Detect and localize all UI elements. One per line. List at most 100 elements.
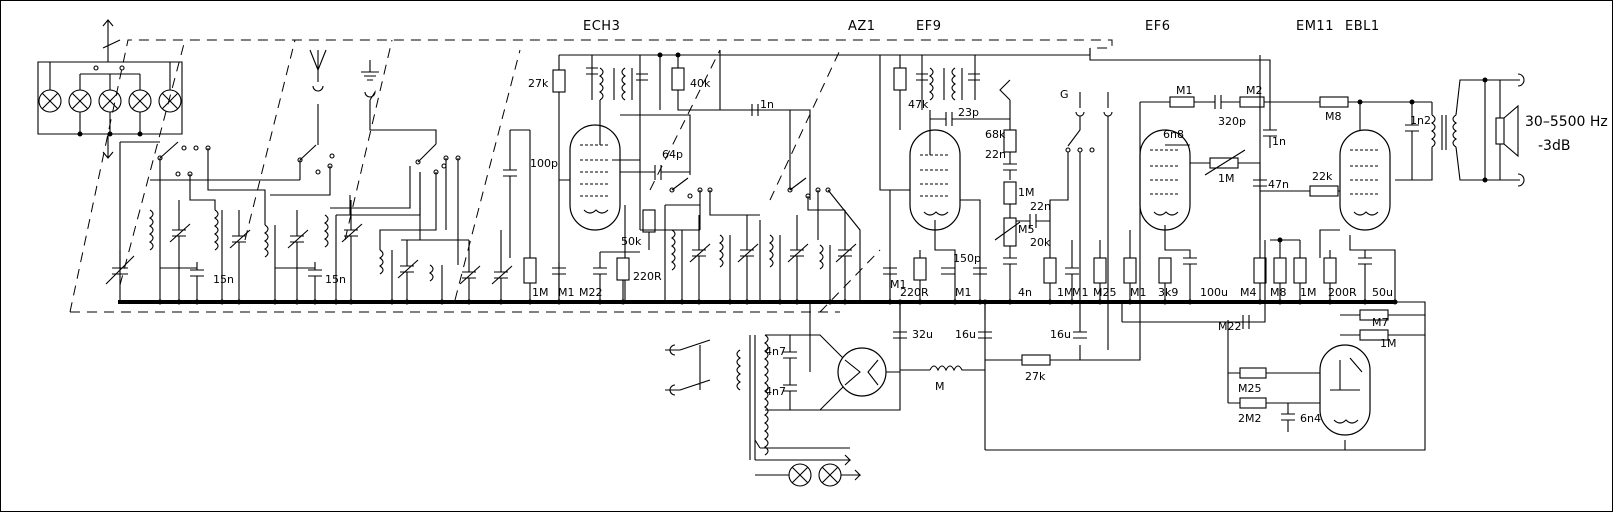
- choke-m-label: M: [935, 380, 945, 393]
- resistor-m1-e: [1123, 257, 1137, 284]
- resistor-m8-top: [1319, 96, 1349, 108]
- em11-tube-icon: [1319, 344, 1371, 436]
- resistor-50k: [642, 209, 656, 233]
- resistor-m25-b-label: M25: [1238, 382, 1262, 395]
- ebl1-stage: M8 22k 1n2 30–5500 Hz -3dB 200R 50u: [1260, 73, 1608, 305]
- resistor-3k9-label: 3k9: [1158, 286, 1178, 299]
- band-switch-right: [369, 100, 461, 175]
- tube-label-ebl1: EBL1: [1345, 19, 1380, 34]
- cap-22n-a-label: 22n: [985, 148, 1006, 161]
- resistor-m8-top-label: M8: [1325, 110, 1342, 123]
- speaker-icon: [1495, 80, 1519, 180]
- ef9-stage: 47k 23p M1 220R 150p M1: [883, 55, 1010, 305]
- cap-64p-label: 64p: [662, 148, 683, 161]
- rf-coil-bank: 15n 15n: [105, 148, 513, 305]
- resistor-220r: [616, 257, 630, 281]
- cap-16u-a-label: 16u: [955, 328, 976, 341]
- resistor-1m-d: [1293, 257, 1307, 284]
- cap-47n-label: 47n: [1268, 178, 1289, 191]
- tube-label-em11: EM11: [1296, 19, 1334, 34]
- cap-100p-label: 100p: [530, 157, 558, 170]
- ech3-stage: 27k 40k 1n 64p 50k 220R M1 M22 100p 1M: [503, 52, 1090, 305]
- resistor-27k-b-label: 27k: [1025, 370, 1046, 383]
- cap-m1-a-label: M1: [558, 286, 575, 299]
- resistor-220r-b-label: 220R: [900, 286, 929, 299]
- detector-network: 68k 22n 1M M5 4n 22n 20k 1M M1 M25 G: [985, 88, 1117, 350]
- cap-32u-label: 32u: [912, 328, 933, 341]
- resistor-m8: [1273, 257, 1287, 284]
- cap-4n7-b-label: 4n7: [765, 385, 786, 398]
- tube-label-az1: AZ1: [848, 19, 876, 34]
- resistor-m25: [1093, 257, 1107, 284]
- cap-4n-label: 4n: [1018, 286, 1032, 299]
- speaker-atten-label: -3dB: [1538, 138, 1570, 154]
- cap-1n-label: 1n: [760, 98, 774, 111]
- cap-23p-label: 23p: [958, 106, 979, 119]
- cap-150p-label: 150p: [953, 252, 981, 265]
- cap-50u-label: 50u: [1372, 286, 1393, 299]
- resistor-47k: [893, 67, 907, 91]
- resistor-m1-top: [1169, 96, 1195, 108]
- em11-stage: M22 M7 1M M25 2M2 6n4: [984, 48, 1426, 451]
- resistor-1m-b-label: 1M: [1018, 186, 1035, 199]
- tuning-gang-dashed-outline: [69, 39, 1113, 313]
- ebl1-tube-icon: [1339, 129, 1391, 231]
- resistor-1m-e-label: 1M: [1380, 337, 1397, 350]
- az1-rectifier-icon: [837, 347, 887, 397]
- resistor-22k-label: 22k: [1312, 170, 1333, 183]
- power-supply: 4n7 4n7 M 32u 16u 27k 16u: [665, 290, 1141, 487]
- resistor-200r: [1323, 257, 1337, 284]
- band-switch-center: [297, 104, 335, 180]
- resistor-50k-label: 50k: [621, 235, 642, 248]
- tube-label-ef9: EF9: [916, 19, 941, 34]
- lamp-icon: [788, 463, 812, 487]
- resistor-22k: [1309, 185, 1339, 197]
- interconnect-wires: [640, 48, 1271, 231]
- cap-320p-label: 320p: [1218, 115, 1246, 128]
- cap-16u-b-label: 16u: [1050, 328, 1071, 341]
- resistor-27k-b: [1021, 354, 1051, 366]
- cap-1n2-label: 1n2: [1410, 114, 1431, 127]
- cap-100u-label: 100u: [1200, 286, 1228, 299]
- ef6-tube-icon: [1139, 129, 1191, 231]
- osc-coil-bank: [664, 110, 861, 305]
- tube-label-ef6: EF6: [1145, 19, 1170, 34]
- resistor-m8-label: M8: [1270, 286, 1287, 299]
- cap-m22-label: M22: [579, 286, 603, 299]
- cap-m1-b-label: M1: [890, 278, 907, 291]
- resistor-m25-a-label: M25: [1093, 286, 1117, 299]
- antenna-icon: [309, 49, 327, 92]
- resistor-40k-label: 40k: [690, 77, 711, 90]
- resistor-27k-label: 27k: [528, 77, 549, 90]
- lamp-icon: [158, 89, 182, 113]
- band-switch-left: [119, 141, 211, 302]
- lamp-icon: [98, 89, 122, 113]
- resistor-20k-label: 20k: [1030, 236, 1051, 249]
- resistor-m25-b: [1239, 367, 1267, 379]
- resistor-220r-b: [913, 257, 927, 281]
- resistor-1m-b: [1003, 181, 1017, 205]
- resistor-m1-e-label: M1: [1130, 286, 1147, 299]
- resistor-m2-label: M2: [1246, 84, 1263, 97]
- cap-m22-label: M22: [1218, 320, 1242, 333]
- resistor-1m: [523, 257, 537, 284]
- cap-6n4-label: 6n4: [1300, 412, 1321, 425]
- switch-g-label: G: [1060, 88, 1069, 101]
- cap-4n7-a-label: 4n7: [765, 345, 786, 358]
- resistor-40k: [671, 67, 685, 91]
- resistor-1m-c-label: 1M: [1057, 286, 1074, 299]
- ef6-stage: M1 320p M2 1n 6n8 1M 47n 3k9 100u M1 M4: [1123, 84, 1320, 305]
- lamp-icon: [68, 89, 92, 113]
- cap-6n8-label: 6n8: [1163, 128, 1184, 141]
- cap-22n-b-label: 22n: [1030, 200, 1051, 213]
- resistor-2m2-label: 2M2: [1238, 412, 1262, 425]
- resistor-27k: [552, 69, 566, 93]
- resistor-47k-label: 47k: [908, 98, 929, 111]
- resistor-68k-label: 68k: [985, 128, 1006, 141]
- ef9-tube-icon: [909, 129, 961, 231]
- resistor-m4-label: M4: [1240, 286, 1257, 299]
- earth-ground-icon: [361, 60, 379, 101]
- resistor-m7-label: M7: [1372, 316, 1389, 329]
